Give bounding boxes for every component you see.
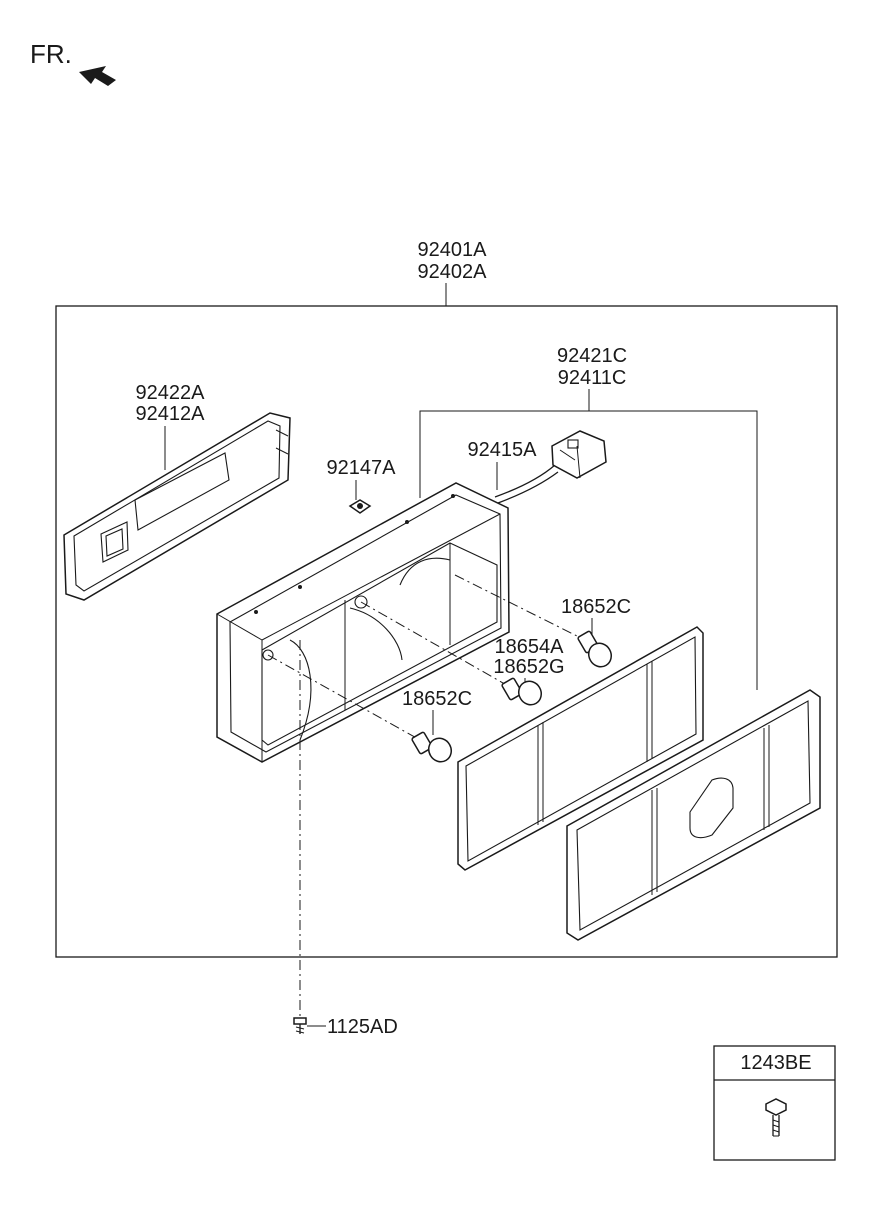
label-lamp-housing-1: 92421C	[557, 345, 627, 367]
bulb-lower-part	[411, 731, 453, 763]
label-clip: 92147A	[327, 457, 397, 479]
label-assembly-2: 92402A	[418, 261, 488, 283]
outer-lens-part	[566, 689, 821, 941]
bolt-box	[713, 1045, 836, 1161]
label-bulb-lower: 18652C	[402, 688, 472, 710]
bulb-upper-part	[577, 630, 613, 668]
label-bulb-upper: 18652C	[561, 596, 631, 618]
front-arrow-icon	[79, 66, 116, 86]
label-screw: 1125AD	[327, 1016, 398, 1038]
label-side-gasket-2: 92412A	[136, 403, 206, 425]
label-bolt-box: 1243BE	[740, 1052, 811, 1074]
inner-lens-gasket-part	[457, 626, 704, 871]
housing-bracket	[419, 410, 758, 690]
side-gasket-part	[63, 412, 291, 601]
wiring-harness-part	[494, 430, 607, 504]
clip-part	[348, 499, 372, 514]
label-bulb-middle-2: 18652G	[493, 656, 564, 678]
label-assembly-1: 92401A	[418, 239, 488, 261]
label-lamp-housing-2: 92411C	[558, 367, 627, 389]
front-direction-label: FR.	[30, 39, 72, 69]
label-bulb-middle-1: 18654A	[495, 636, 565, 658]
screw-part	[293, 1017, 307, 1034]
bolt-icon	[765, 1098, 787, 1137]
assembly-frame	[55, 305, 838, 958]
bulb-middle-part	[501, 677, 543, 706]
label-side-gasket-1: 92422A	[136, 382, 206, 404]
lamp-housing-part	[216, 482, 510, 763]
label-wiring: 92415A	[468, 439, 538, 461]
